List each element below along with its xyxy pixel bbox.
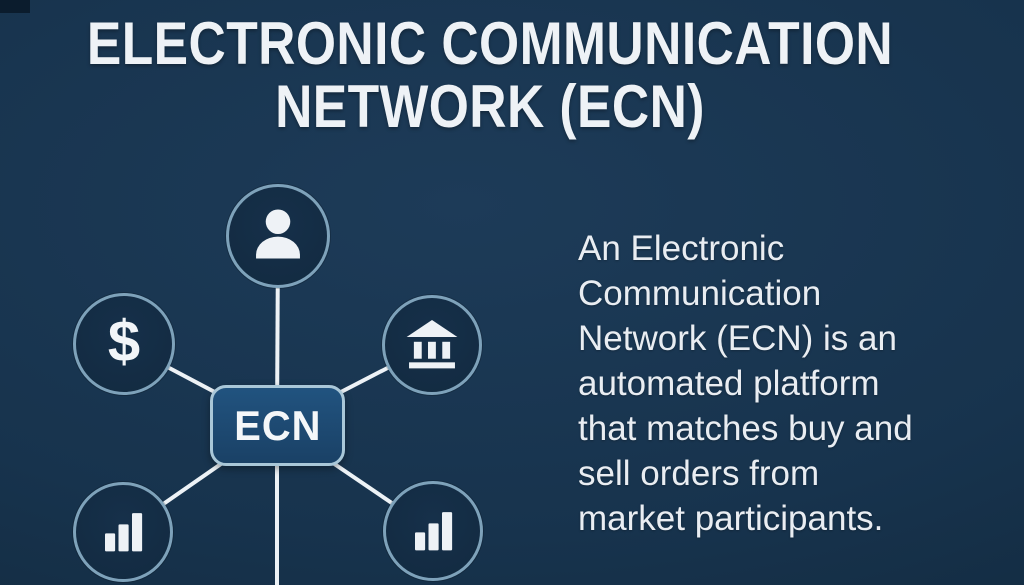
bank-icon [403,314,461,377]
description-line: sell orders from [578,454,820,493]
node-money: $ [73,293,175,395]
node-market-participant [226,184,330,288]
bar-chart-icon [96,503,150,562]
page-title-line-1: ELECTRONIC COMMUNICATION [86,10,894,77]
description-line: that matches buy and [578,409,913,448]
description-line: Communication [578,274,822,313]
node-trading-left [73,482,173,582]
dollar-icon: $ [107,309,141,374]
page-title-line-2: NETWORK (ECN) [275,73,705,140]
bar-chart-icon [406,502,460,561]
description-line: market participants. [578,499,884,538]
ecn-hub-label: ECN [233,401,322,449]
description-line: automated platform [578,364,880,403]
node-trading-right [383,481,483,581]
person-icon [247,203,309,270]
description-text: An Electronic Communication Network (ECN… [578,226,998,541]
ecn-hub-box: ECN [210,385,345,466]
node-institution [382,295,482,395]
description-line: An Electronic [578,229,785,268]
page-title: ELECTRONIC COMMUNICATION NETWORK (ECN) [0,12,980,138]
corner-artifact [0,0,30,13]
description-line: Network (ECN) is an [578,319,897,358]
